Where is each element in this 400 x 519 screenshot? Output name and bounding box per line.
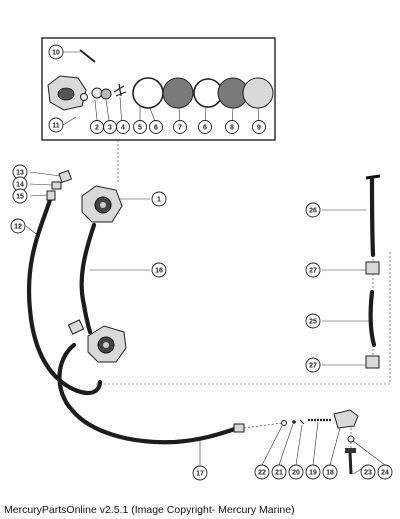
copyright-footer: MercuryPartsOnline v2.5.1 (Image Copyrig… [4, 504, 295, 516]
gasket-part-a [132, 77, 164, 109]
svg-text:21: 21 [275, 470, 283, 477]
svg-text:4: 4 [121, 125, 125, 132]
fuel-pump-lower [67, 319, 127, 363]
callout-16: 16 [151, 262, 167, 278]
svg-text:14: 14 [16, 182, 24, 189]
fitting-hose-end [233, 423, 245, 433]
fuel-pump-upper [81, 185, 123, 223]
fitting-13 [58, 169, 73, 184]
callout-8: 8 [225, 120, 239, 134]
callout-9: 9 [252, 120, 266, 134]
callout-6-b: 6 [198, 120, 212, 134]
callout-11: 11 [48, 117, 64, 133]
bolt-23 [348, 451, 353, 475]
callout-20: 20 [288, 464, 304, 480]
hose-17 [57, 342, 241, 445]
fitting-27-top [365, 261, 380, 275]
svg-text:3: 3 [108, 125, 112, 132]
svg-text:27: 27 [309, 363, 317, 370]
bolt-23-head [345, 448, 356, 453]
svg-text:24: 24 [381, 470, 389, 477]
callout-3: 3 [103, 120, 117, 134]
svg-text:8: 8 [230, 125, 234, 132]
fittings [46, 169, 380, 475]
callout-27-a: 27 [305, 262, 321, 278]
svg-text:26: 26 [309, 208, 317, 215]
callout-15: 15 [12, 188, 28, 204]
callout-6-a: 6 [149, 120, 163, 134]
svg-text:17: 17 [196, 471, 204, 478]
diaphragm-part [162, 77, 194, 109]
svg-text:1: 1 [157, 197, 161, 204]
svg-text:19: 19 [309, 470, 317, 477]
callout-12: 12 [10, 218, 26, 234]
hose-26-cap [365, 174, 381, 180]
hose-12 [27, 197, 103, 396]
callout-2: 2 [90, 120, 104, 134]
svg-text:18: 18 [326, 470, 334, 477]
fitting-18 [333, 409, 359, 429]
callout-25: 25 [305, 313, 321, 329]
hoses [27, 174, 381, 445]
svg-text:25: 25 [309, 319, 317, 326]
retainer-part [113, 83, 127, 97]
part-22 [281, 420, 287, 426]
callout-21: 21 [271, 464, 287, 480]
callout-19: 19 [305, 464, 321, 480]
exploded-parts [47, 49, 274, 111]
screw-part [79, 49, 96, 63]
svg-text:13: 13 [16, 170, 24, 177]
check-ball-part [80, 93, 88, 101]
svg-text:7: 7 [178, 125, 182, 132]
svg-text:5: 5 [138, 125, 142, 132]
svg-text:22: 22 [258, 470, 266, 477]
svg-text:23: 23 [364, 470, 372, 477]
spring-part [100, 88, 112, 100]
part-21 [292, 420, 296, 424]
fitting-15 [46, 190, 56, 201]
callout-26: 26 [305, 202, 321, 218]
callout-1: 1 [151, 191, 167, 207]
svg-text:6: 6 [203, 125, 207, 132]
svg-text:15: 15 [16, 194, 24, 201]
callout-23: 23 [360, 464, 376, 480]
hose-25 [368, 289, 377, 348]
svg-text:12: 12 [14, 224, 22, 231]
svg-text:16: 16 [155, 268, 163, 275]
svg-text:27: 27 [309, 268, 317, 275]
cover-part [242, 77, 274, 109]
svg-text:11: 11 [52, 123, 60, 130]
callout-18: 18 [322, 464, 338, 480]
exploded-view-frame [41, 37, 276, 141]
parts-diagram: 10 11 2 3 4 5 6 7 6 8 9 13 14 15 12 1 16… [10, 37, 393, 481]
svg-text:10: 10 [52, 50, 60, 57]
callout-4: 4 [116, 120, 130, 134]
part-20 [299, 419, 305, 425]
callout-5: 5 [133, 120, 147, 134]
connection-lines [96, 252, 391, 448]
svg-text:9: 9 [257, 125, 261, 132]
svg-text:20: 20 [292, 470, 300, 477]
callout-24: 24 [377, 464, 393, 480]
svg-text:2: 2 [95, 125, 99, 132]
pump-body-port [57, 87, 75, 101]
callout-7: 7 [173, 120, 187, 134]
external-leaders [25, 171, 386, 475]
callout-22: 22 [254, 464, 270, 480]
washer-part [91, 87, 103, 99]
callout-27-b: 27 [305, 357, 321, 373]
fitting-14 [51, 181, 62, 190]
callout-10: 10 [48, 44, 64, 60]
hose-26 [369, 177, 376, 258]
svg-text:6: 6 [154, 125, 158, 132]
callout-17: 17 [192, 465, 208, 481]
fitting-27-bottom [365, 355, 380, 369]
hose-16 [79, 222, 97, 335]
